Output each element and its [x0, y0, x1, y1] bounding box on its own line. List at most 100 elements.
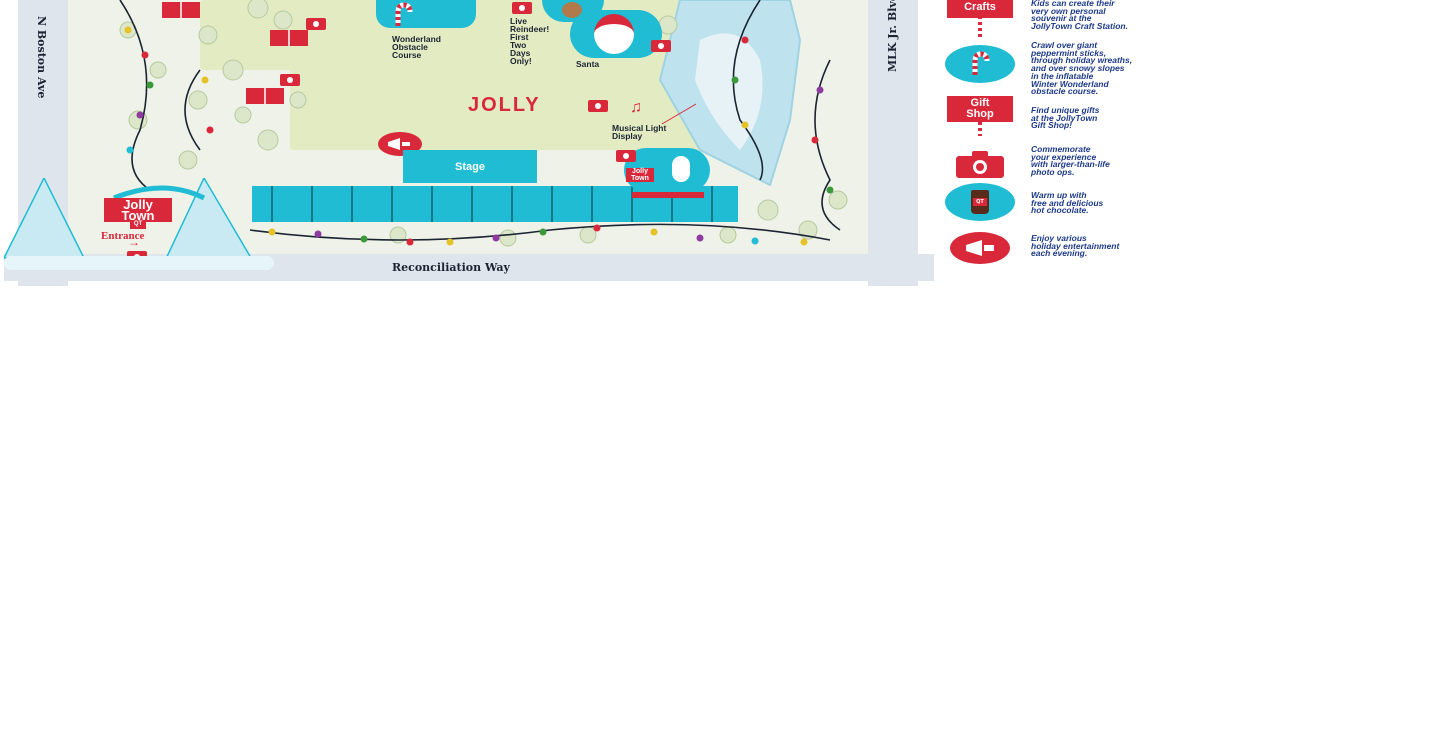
tree — [234, 106, 252, 124]
tree — [828, 190, 848, 210]
santa-face-icon — [594, 14, 634, 54]
tree — [289, 91, 307, 109]
music-note-icon: ♫ — [630, 99, 642, 116]
legend-text-crafts: Kids can create their very own personal … — [1031, 0, 1128, 32]
snowman-icon — [672, 156, 690, 182]
legend-text-entertainment: Enjoy various holiday entertainment each… — [1031, 233, 1120, 259]
lights-strand — [184, 69, 201, 151]
string-lights — [119, 0, 841, 246]
light-bulb — [360, 235, 368, 243]
tree — [149, 61, 167, 79]
snowman-jollytown-sign: Jolly Town — [626, 168, 654, 182]
entrance-label: Entrance — [101, 230, 145, 242]
tree — [178, 150, 198, 170]
candy-cane-icon — [972, 51, 990, 75]
entrance-badge: QT — [130, 220, 146, 229]
gift-markers — [162, 2, 308, 104]
snowy-tree — [4, 178, 86, 259]
legend-text-hot-chocolate: Warm up with free and delicious hot choc… — [1031, 190, 1104, 216]
light-bulb — [731, 76, 739, 84]
crafts-sign: Crafts — [947, 0, 1013, 18]
legend-item-entertainment: Enjoy various holiday entertainment each… — [944, 226, 1244, 270]
tree — [247, 0, 269, 19]
hot-chocolate-legend-icon: QT — [944, 180, 1016, 224]
hot-chocolate-icon: QT — [971, 190, 989, 214]
tree — [273, 10, 293, 30]
gift-shop-sign: Gift Shop — [947, 96, 1013, 122]
snow-ground — [4, 256, 274, 270]
sign-post — [978, 16, 982, 38]
light-bulb — [539, 228, 547, 236]
legend-item-obstacle: Crawl over giant peppermint sticks, thro… — [944, 41, 1244, 95]
pond — [658, 0, 802, 187]
light-bulb — [826, 186, 834, 194]
light-bulb — [124, 26, 132, 34]
entrance-jollytown-sign: Jolly Town — [104, 198, 172, 222]
reconciliation-way-label: Reconciliation Way — [392, 261, 510, 274]
tree — [757, 199, 779, 221]
legend-item-gift-shop: Gift Shop Find unique gifts at the Jolly… — [944, 92, 1244, 136]
santa-badge — [570, 10, 662, 58]
light-bulb — [696, 234, 704, 242]
tree-clusters — [119, 0, 848, 247]
tree — [198, 25, 218, 45]
legend-item-crafts: Crafts Kids can create their very own pe… — [944, 0, 1244, 44]
entrance-arrow: → — [128, 235, 140, 249]
jolly-logo-text: JOLLY — [468, 94, 541, 116]
light-bulb — [314, 230, 322, 238]
camera-icon — [956, 151, 1004, 178]
reindeer-label: Live Reindeer! First Two Days Only! — [510, 16, 550, 66]
light-bulb — [741, 121, 749, 129]
candy-cane-icon — [395, 2, 413, 26]
megaphone-icon — [966, 240, 994, 256]
pond-island — [695, 33, 763, 151]
seating-rows — [271, 186, 713, 222]
legend-item-hot-chocolate: QT Warm up with free and delicious hot c… — [944, 180, 1244, 224]
light-bulb — [446, 238, 454, 246]
musical-light-label: Musical Light Display — [612, 123, 667, 141]
light-bulb — [492, 234, 500, 242]
light-bulb — [136, 111, 144, 119]
park-map: N Boston Ave MLK Jr. Blvd Reconciliation… — [0, 0, 940, 290]
light-bulb — [201, 76, 209, 84]
candy-cane-legend-icon — [944, 42, 1016, 86]
lights-strand — [119, 0, 151, 191]
tree — [257, 129, 279, 151]
crafts-sign-icon: Crafts — [944, 0, 1016, 44]
legend-text-obstacle: Crawl over giant peppermint sticks, thro… — [1031, 40, 1133, 97]
lights-strand — [732, 0, 764, 181]
tree — [798, 220, 818, 240]
light-bulb — [800, 238, 808, 246]
light-bulb — [126, 146, 134, 154]
legend-text-photo: Commemorate your experience with larger-… — [1031, 144, 1110, 178]
light-bulb — [146, 81, 154, 89]
light-bulb — [811, 136, 819, 144]
cup-logo: QT — [973, 198, 987, 206]
lights-strand — [249, 223, 831, 241]
tree — [389, 226, 407, 244]
camera-markers — [127, 2, 671, 263]
light-bulb — [751, 237, 759, 245]
snow-swirl — [113, 185, 206, 201]
legend-text-gift-shop: Find unique gifts at the JollyTown Gift … — [1031, 105, 1100, 131]
obstacle-course-badge — [376, 0, 476, 28]
light-bulb — [268, 228, 276, 236]
light-bulb — [141, 51, 149, 59]
light-bulb — [206, 126, 214, 134]
tree — [188, 90, 208, 110]
camera-legend-icon — [944, 142, 1016, 186]
entrance-trees — [4, 178, 274, 270]
megaphone-icon — [388, 138, 410, 150]
sign-post — [978, 122, 982, 136]
light-bulb — [816, 86, 824, 94]
megaphone-legend-icon — [944, 226, 1016, 270]
reindeer-face-icon — [562, 2, 582, 18]
stage: Stage — [403, 150, 537, 183]
light-bulb — [741, 36, 749, 44]
obstacle-course-label: Wonderland Obstacle Course — [392, 34, 441, 60]
santa-label: Santa — [576, 59, 600, 69]
gift-shop-sign-icon: Gift Shop — [944, 92, 1016, 136]
snowman-red-base — [632, 192, 704, 198]
legend-item-photo: Commemorate your experience with larger-… — [944, 142, 1244, 186]
mlk-blvd-road — [868, 0, 918, 286]
